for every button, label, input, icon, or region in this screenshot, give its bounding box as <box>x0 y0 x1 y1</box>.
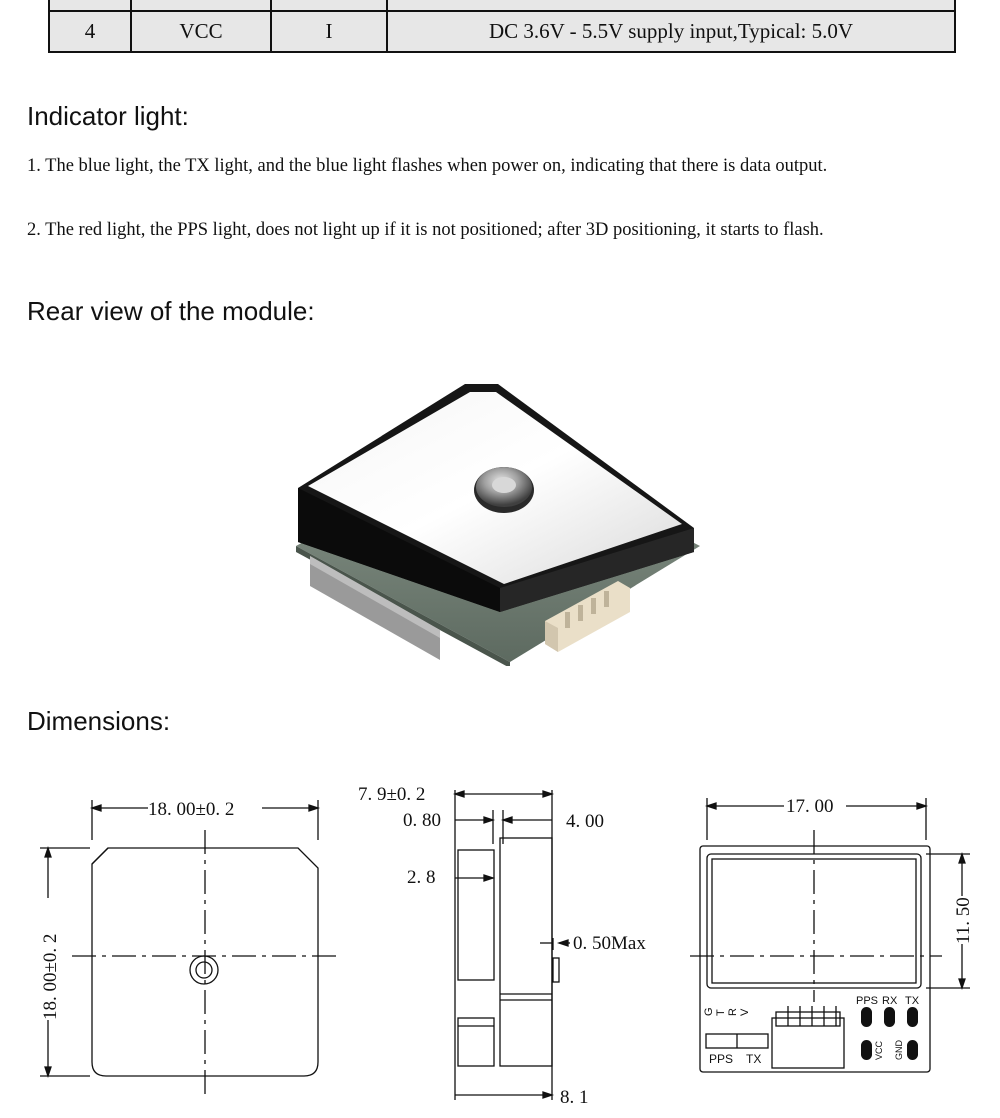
pin-table-row-partial <box>48 0 956 13</box>
svg-text:R: R <box>727 1008 739 1016</box>
svg-text:VCC: VCC <box>874 1040 884 1060</box>
side-28-label: 2. 8 <box>407 867 436 888</box>
svg-text:TX: TX <box>905 995 920 1007</box>
bottom-view-pads <box>861 1007 918 1060</box>
indicator-item-1: 1. The blue light, the TX light, and the… <box>27 156 828 176</box>
pin-io-cell: I <box>270 10 388 53</box>
side-view-drawing <box>452 790 570 1100</box>
rear-view-heading: Rear view of the module: <box>27 296 315 326</box>
pin-table-row: 4 VCC I DC 3.6V - 5.5V supply input,Typi… <box>48 10 956 53</box>
svg-text:G: G <box>703 1007 715 1016</box>
svg-text:GND: GND <box>894 1040 904 1061</box>
side-400-label: 4. 00 <box>566 811 604 832</box>
pin-name-cell: VCC <box>130 10 272 53</box>
dimensions-heading: Dimensions: <box>27 706 171 736</box>
bottom-view-silkscreen: G T R V PPS RX TX VCC GND PPS TX <box>703 995 920 1066</box>
bottom-view-drawing <box>690 798 970 1073</box>
pin-description-cell: DC 3.6V - 5.5V supply input,Typical: 5.0… <box>386 10 956 53</box>
svg-text:PPS: PPS <box>856 995 878 1007</box>
pin-number-cell: 4 <box>48 10 132 53</box>
top-view-drawing <box>40 800 336 1096</box>
module-rear-view-image <box>296 384 700 666</box>
pin-table: 4 VCC I DC 3.6V - 5.5V supply input,Typi… <box>48 0 956 53</box>
dimension-drawings: 18. 00±0. 2 18. 00±0. 2 7. 9±0. 2 0. 80 … <box>40 784 974 1108</box>
side-050-label: 0. 50Max <box>573 933 646 954</box>
svg-text:PPS: PPS <box>709 1052 733 1066</box>
indicator-heading: Indicator light: <box>27 101 189 131</box>
bottom-height-label: 11. 50 <box>953 897 974 944</box>
side-080-label: 0. 80 <box>403 810 441 831</box>
side-total-label: 7. 9±0. 2 <box>358 784 425 805</box>
svg-text:V: V <box>739 1008 751 1016</box>
svg-text:T: T <box>715 1009 727 1016</box>
svg-text:RX: RX <box>882 995 898 1007</box>
indicator-item-2: 2. The red light, the PPS light, does no… <box>27 220 824 240</box>
side-81-label: 8. 1 <box>560 1087 589 1108</box>
bottom-width-label: 17. 00 <box>786 796 834 817</box>
svg-text:TX: TX <box>746 1052 761 1066</box>
top-width-label: 18. 00±0. 2 <box>148 799 234 820</box>
top-height-label: 18. 00±0. 2 <box>40 934 61 1020</box>
